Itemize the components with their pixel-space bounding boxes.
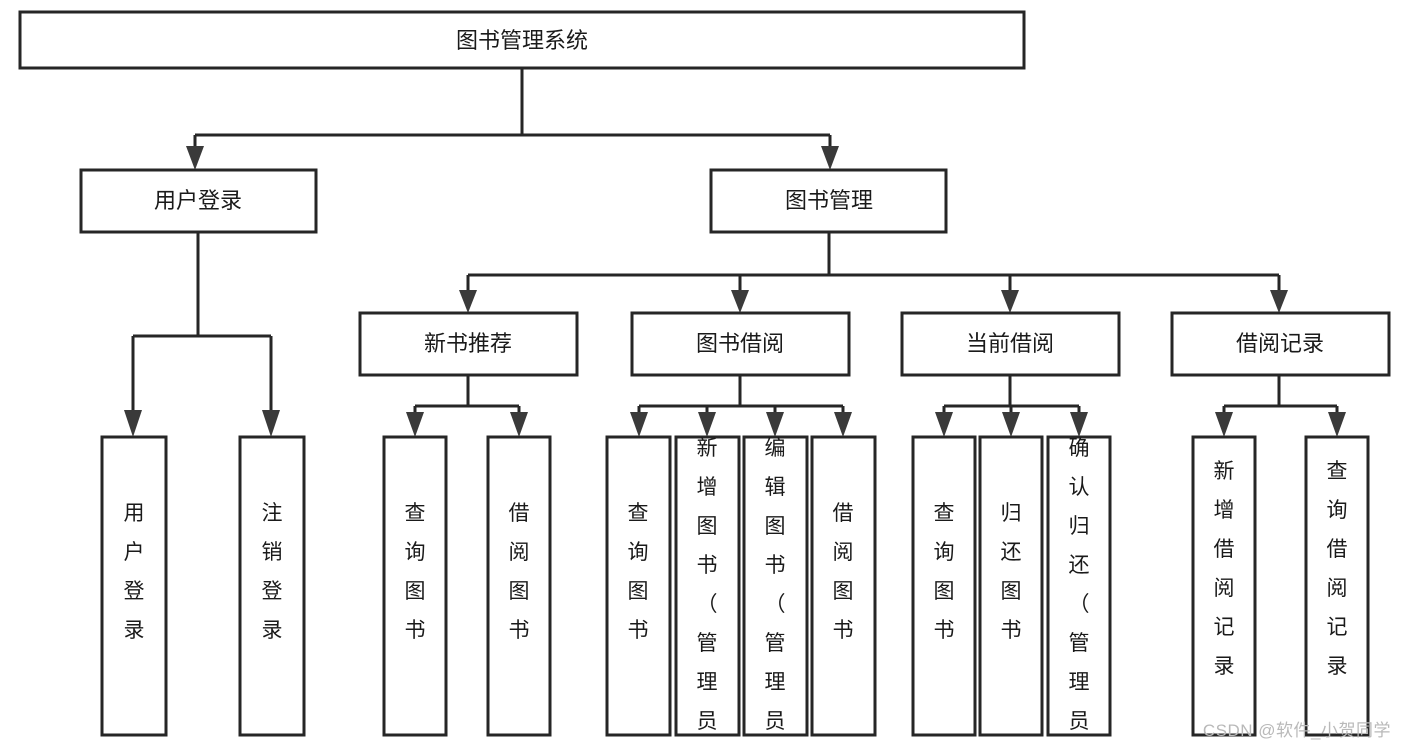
arrow-book-borrow-leaf2 [698, 412, 716, 437]
node-box [911, 435, 977, 737]
node-label: 查询借阅记录 [1327, 460, 1348, 678]
node-user-login[interactable]: 用户登录 [79, 168, 318, 234]
node-label: 借阅图书 [833, 502, 854, 642]
node-leaf-logout[interactable]: 注销登录 [238, 435, 306, 737]
node-new-book-recommend[interactable]: 新书推荐 [358, 311, 579, 377]
node-leaf-return-book[interactable]: 归还图书 [978, 435, 1044, 737]
arrow-to-book-borrow [731, 290, 749, 313]
node-box [79, 168, 318, 234]
arrow-borrow-record-leaf1 [1215, 412, 1233, 437]
arrow-borrow-record-leaf2 [1328, 412, 1346, 437]
node-label: 新增借阅记录 [1214, 460, 1235, 678]
node-label: 图书借阅 [696, 331, 784, 356]
node-label: 查询图书 [934, 502, 955, 642]
arrow-current-borrow-leaf2 [1002, 412, 1020, 437]
node-label: 编辑图书（管理员） [765, 437, 786, 747]
node-box [18, 10, 1026, 70]
node-box [486, 435, 552, 737]
node-label: 查询图书 [628, 502, 649, 642]
node-leaf-add-book-admin[interactable]: 新增图书（管理员） [674, 435, 741, 747]
arrow-new-book-leaf1 [406, 412, 424, 437]
csdn-watermark: CSDN @软件_小贺同学 [1202, 721, 1391, 740]
node-label: 当前借阅 [966, 331, 1054, 356]
node-leaf-query-book-1[interactable]: 查询图书 [382, 435, 448, 737]
arrow-user-login-leaf1 [124, 410, 142, 437]
node-root-book-management-system[interactable]: 图书管理系统 [18, 10, 1026, 70]
node-label: 确认归还（管理员） [1069, 437, 1090, 747]
node-box [674, 435, 741, 737]
node-box [810, 435, 877, 737]
arrow-root-to-book-mgmt [821, 146, 839, 170]
node-label: 图书管理系统 [456, 28, 588, 53]
node-box [900, 311, 1121, 377]
node-leaf-query-book-2[interactable]: 查询图书 [605, 435, 672, 737]
node-label: 注销登录 [262, 502, 283, 642]
node-box [1191, 435, 1257, 737]
node-box [709, 168, 948, 234]
node-book-management[interactable]: 图书管理 [709, 168, 948, 234]
node-leaf-borrow-book-1[interactable]: 借阅图书 [486, 435, 552, 737]
arrow-book-borrow-leaf4 [834, 412, 852, 437]
node-borrow-record[interactable]: 借阅记录 [1170, 311, 1391, 377]
node-box [100, 435, 168, 737]
node-leaf-query-borrow-record[interactable]: 查询借阅记录 [1304, 435, 1370, 737]
arrow-book-borrow-leaf1 [630, 412, 648, 437]
node-label: 查询图书 [405, 502, 426, 642]
node-box [1304, 435, 1370, 737]
node-box [978, 435, 1044, 737]
arrow-to-current-borrow [1001, 290, 1019, 313]
node-leaf-user-login[interactable]: 用户登录 [100, 435, 168, 737]
arrow-user-login-leaf2 [262, 410, 280, 437]
arrow-root-to-user-login [186, 146, 204, 170]
arrow-new-book-leaf2 [510, 412, 528, 437]
node-box [382, 435, 448, 737]
connector-layer [124, 68, 1346, 437]
arrow-book-borrow-leaf3 [766, 412, 784, 437]
node-leaf-borrow-book-2[interactable]: 借阅图书 [810, 435, 877, 737]
node-label: 图书管理 [785, 188, 873, 213]
arrow-to-new-book [459, 290, 477, 313]
node-label: 用户登录 [124, 502, 145, 642]
node-box [630, 311, 851, 377]
arrow-to-borrow-record [1270, 290, 1288, 313]
node-label: 新书推荐 [424, 331, 512, 356]
node-label: 用户登录 [154, 188, 242, 213]
node-box [605, 435, 672, 737]
node-label: 借阅记录 [1236, 331, 1324, 356]
arrow-current-borrow-leaf1 [935, 412, 953, 437]
arrow-current-borrow-leaf3 [1070, 412, 1088, 437]
node-box [358, 311, 579, 377]
node-label: 新增图书（管理员） [697, 437, 718, 747]
node-label: 借阅图书 [509, 502, 530, 642]
node-leaf-add-borrow-record[interactable]: 新增借阅记录 [1191, 435, 1257, 737]
node-leaf-confirm-return-admin[interactable]: 确认归还（管理员） [1046, 435, 1112, 747]
node-leaf-query-book-3[interactable]: 查询图书 [911, 435, 977, 737]
node-box [1170, 311, 1391, 377]
node-leaf-edit-book-admin[interactable]: 编辑图书（管理员） [742, 435, 809, 747]
node-label: 归还图书 [1001, 502, 1022, 642]
node-box [238, 435, 306, 737]
node-box [742, 435, 809, 737]
node-current-borrow[interactable]: 当前借阅 [900, 311, 1121, 377]
node-box [1046, 435, 1112, 737]
node-book-borrow[interactable]: 图书借阅 [630, 311, 851, 377]
